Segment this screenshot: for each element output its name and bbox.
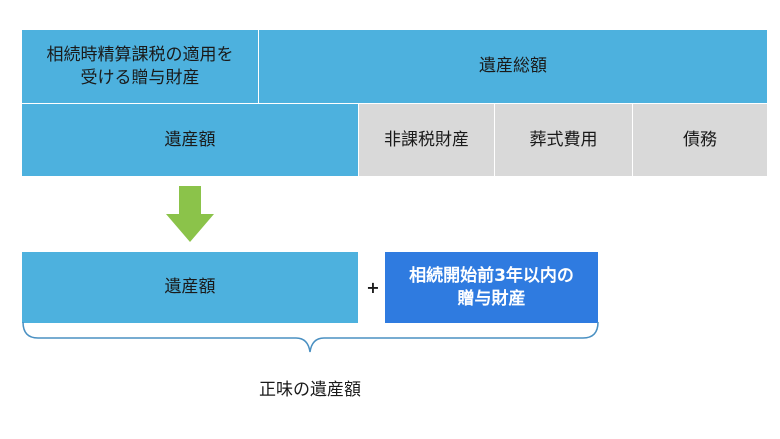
estate-amount-cell: 遺産額 bbox=[22, 103, 358, 176]
estate-amount-result-cell: 遺産額 bbox=[22, 252, 358, 323]
down-arrow-icon bbox=[166, 186, 214, 242]
funeral-expenses-cell: 葬式費用 bbox=[494, 103, 632, 176]
plus-sign: + bbox=[366, 277, 380, 297]
debts-cell: 債務 bbox=[632, 103, 767, 176]
gift-within-3-years-cell: 相続開始前3年以内の 贈与財産 bbox=[385, 252, 598, 323]
net-estate-label: 正味の遺産額 bbox=[259, 379, 361, 400]
gift-property-cell: 相続時精算課税の適用を 受ける贈与財産 bbox=[22, 30, 258, 103]
nontaxable-property-cell: 非課税財産 bbox=[358, 103, 494, 176]
curly-brace-icon bbox=[22, 321, 599, 353]
total-estate-cell: 遺産総額 bbox=[258, 30, 767, 103]
